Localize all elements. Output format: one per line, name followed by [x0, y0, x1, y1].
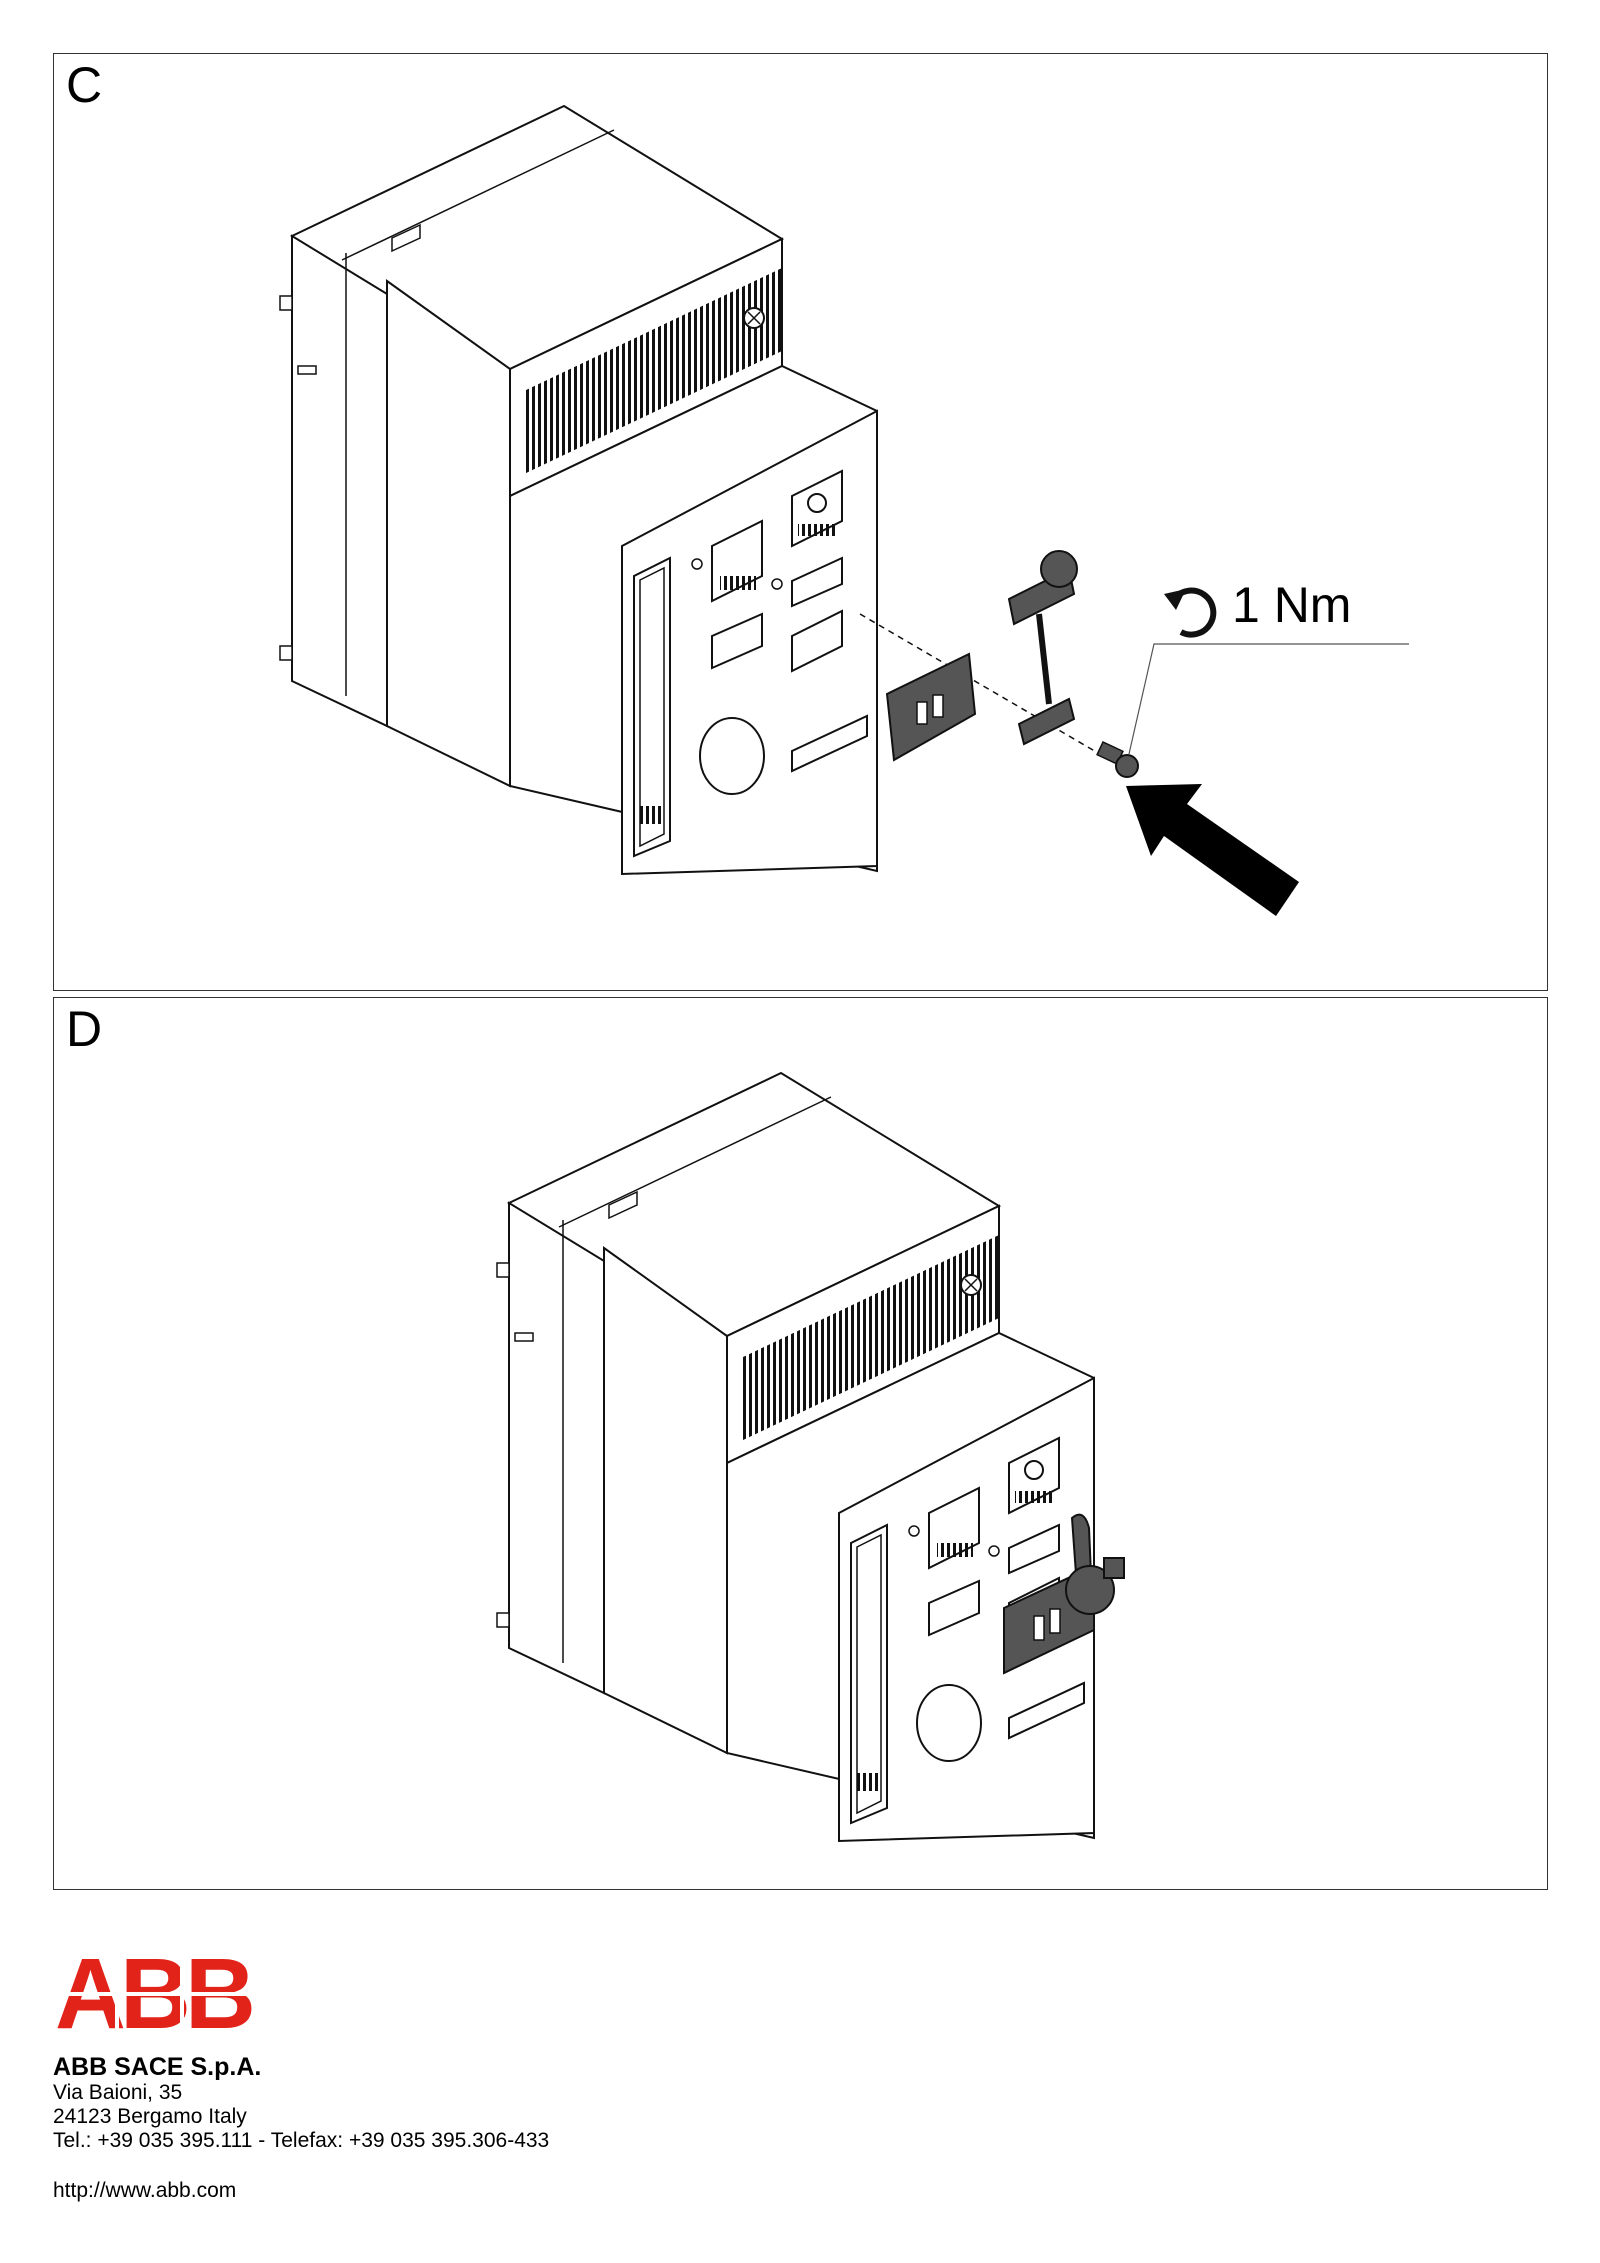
lock-plate: [885, 652, 977, 762]
website-link[interactable]: http://www.abb.com: [53, 2179, 237, 2202]
padlock-bracket: [1007, 550, 1078, 746]
panel-label-c: C: [66, 57, 103, 113]
torque-label: 1 Nm: [1232, 577, 1352, 633]
company-name: ABB SACE S.p.A.: [53, 2053, 262, 2081]
mounted-lock-accessory: [1003, 1513, 1125, 1675]
insert-arrow: [1126, 784, 1299, 916]
breaker-drawing-c: [279, 105, 878, 875]
torque-leader-line: [1128, 643, 1409, 755]
address-street: Via Baioni, 35: [53, 2081, 183, 2104]
screw: [1096, 741, 1139, 778]
address-city: 24123 Bergamo Italy: [53, 2105, 247, 2128]
abb-logo: ABB: [55, 1950, 255, 2035]
panel-c: C 1 Nm: [53, 53, 1548, 991]
rotation-icon: [1164, 587, 1217, 638]
company-footer: ABB SACE S.p.A. Via Baioni, 35 24123 Ber…: [53, 2053, 549, 2203]
assembly-guide-line: [859, 613, 1135, 775]
breaker-drawing-d: [496, 1072, 1095, 1842]
contact-phone: Tel.: +39 035 395.111 - Telefax: +39 035…: [53, 2129, 550, 2152]
step-d-illustration: [496, 1072, 1125, 1842]
panel-label-d: D: [66, 1001, 103, 1057]
step-c-illustration: [279, 105, 1409, 916]
panel-d: D: [53, 997, 1548, 1890]
